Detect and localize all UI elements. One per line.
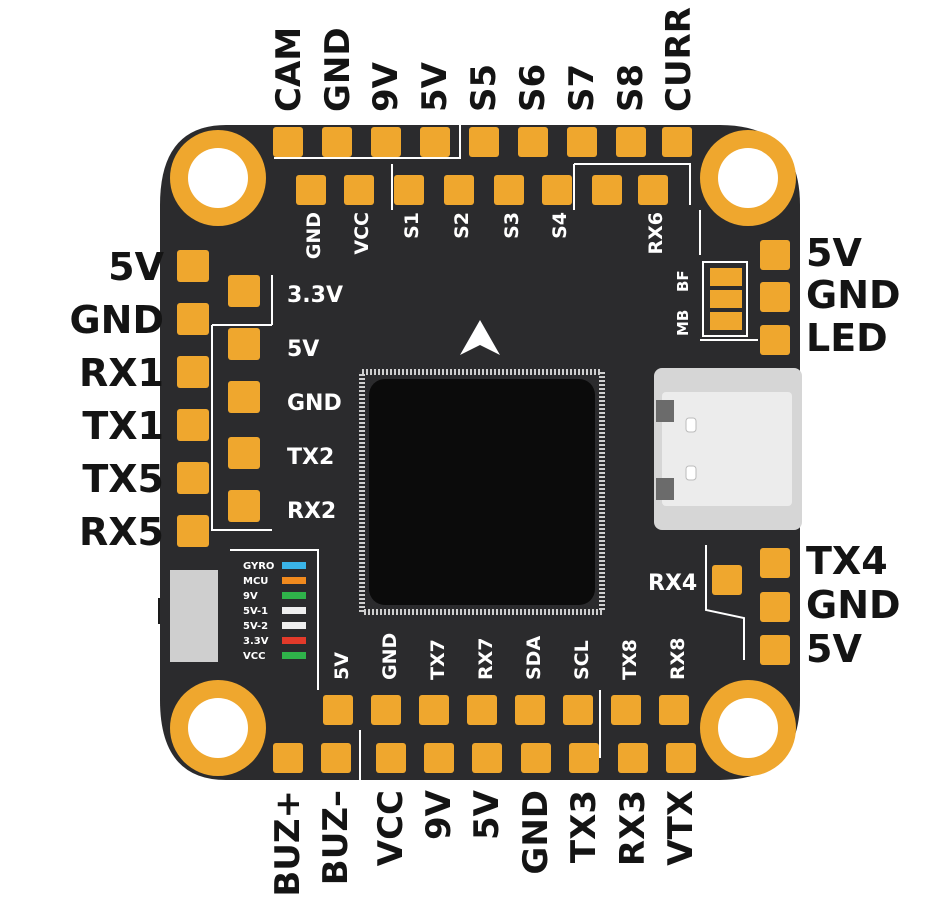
top-outer-pads [273, 127, 692, 157]
top-inner-label-s4: S4 [549, 212, 571, 239]
left-inner-label-rx2: RX2 [287, 499, 336, 524]
vcc-led [282, 652, 306, 659]
right-top-label-led: LED [806, 316, 888, 360]
bottom-label-5v: 5V [467, 789, 507, 840]
3v3-led [282, 637, 306, 644]
bottom-label-vcc: VCC [371, 790, 411, 866]
right-bottom-pads [760, 548, 790, 665]
bottom-inner-label-5v: 5V [331, 652, 353, 680]
left-inner-label-gnd: GND [287, 391, 342, 416]
top-label-curr: CURR [659, 7, 699, 112]
rx4-pad [712, 565, 742, 595]
bottom-label-rx3: RX3 [613, 790, 653, 866]
left-outer-pads [177, 250, 209, 547]
mcu-chip [359, 369, 605, 615]
top-label-9v: 9V [366, 61, 406, 112]
left-label-rx5: RX5 [79, 510, 164, 554]
bottom-label-tx3: TX3 [564, 790, 604, 863]
5v2-led [282, 622, 306, 629]
right-bottom-label-5v: 5V [806, 627, 862, 671]
top-label-cam: CAM [269, 27, 309, 112]
top-inner-label-rx6: RX6 [645, 212, 667, 255]
bottom-label-9v: 9V [419, 789, 459, 840]
5v1-led [282, 607, 306, 614]
top-label-s6: S6 [513, 64, 553, 112]
top-inner-label-s3: S3 [501, 212, 523, 239]
top-label-s8: S8 [611, 64, 651, 112]
top-inner-label-vcc: VCC [351, 212, 373, 255]
status-leds [282, 562, 306, 659]
mount-hole-bottom-right [700, 680, 796, 776]
bottom-label-buz: BUZ+ [268, 790, 308, 897]
bottom-outer-pads [273, 743, 696, 773]
mount-hole-top-right [700, 130, 796, 226]
top-label-s5: S5 [464, 64, 504, 112]
bottom-label-vtx: VTX [661, 790, 701, 866]
bottom-inner-label-rx7: RX7 [475, 638, 497, 681]
bottom-inner-label-rx8: RX8 [667, 638, 689, 681]
silkscreen-lines [211, 120, 758, 780]
left-label-5v: 5V [108, 245, 164, 289]
left-inner-pads [228, 275, 260, 522]
right-top-label-5v: 5V [806, 231, 862, 275]
top-label-5v: 5V [415, 61, 455, 112]
bottom-inner-label-scl: SCL [571, 640, 593, 680]
rx4-label: RX4 [648, 571, 697, 596]
mcu-led [282, 577, 306, 584]
side-switch-cover [170, 570, 218, 662]
led-label-3-3v: 3.3V [243, 636, 269, 647]
mb-bf-jumper [702, 261, 748, 337]
9v-led [282, 592, 306, 599]
top-label-s7: S7 [562, 64, 602, 112]
bottom-label-gnd: GND [516, 790, 556, 875]
left-inner-label-tx2: TX2 [287, 445, 334, 470]
top-label-gnd: GND [318, 27, 358, 112]
bottom-inner-label-sda: SDA [523, 636, 545, 680]
bottom-inner-pads [323, 695, 689, 725]
bottom-inner-label-gnd: GND [379, 633, 401, 680]
led-label-mcu: MCU [243, 576, 268, 587]
mount-hole-top-left [170, 130, 266, 226]
top-inner-label-s2: S2 [451, 212, 473, 239]
top-inner-label-gnd: GND [303, 212, 325, 259]
right-top-label-gnd: GND [806, 273, 901, 317]
left-inner-label-5v: 5V [287, 337, 319, 362]
gyro-led [282, 562, 306, 569]
bf-label: BF [674, 270, 692, 292]
usb-c-connector [654, 368, 802, 530]
bottom-inner-label-tx7: TX7 [427, 639, 449, 680]
mb-label: MB [674, 310, 692, 336]
led-label-5v-2: 5V-2 [243, 621, 268, 632]
led-label-gyro: GYRO [243, 561, 274, 572]
right-bottom-label-gnd: GND [806, 583, 901, 627]
led-label-5v-1: 5V-1 [243, 606, 268, 617]
bottom-label-buz: BUZ– [316, 790, 356, 885]
top-inner-label-s1: S1 [401, 212, 423, 239]
left-label-gnd: GND [69, 298, 164, 342]
direction-arrow-icon [460, 320, 500, 355]
led-label-vcc: VCC [243, 651, 265, 662]
bottom-inner-label-tx8: TX8 [619, 639, 641, 680]
right-top-pads [760, 240, 790, 355]
left-label-tx5: TX5 [82, 457, 164, 501]
left-inner-label-3-3v: 3.3V [287, 283, 343, 308]
right-bottom-label-tx4: TX4 [806, 539, 888, 583]
left-label-tx1: TX1 [82, 404, 164, 448]
top-inner-pads [296, 175, 668, 205]
mount-hole-bottom-left [170, 680, 266, 776]
left-label-rx1: RX1 [79, 351, 164, 395]
led-label-9v: 9V [243, 591, 258, 602]
